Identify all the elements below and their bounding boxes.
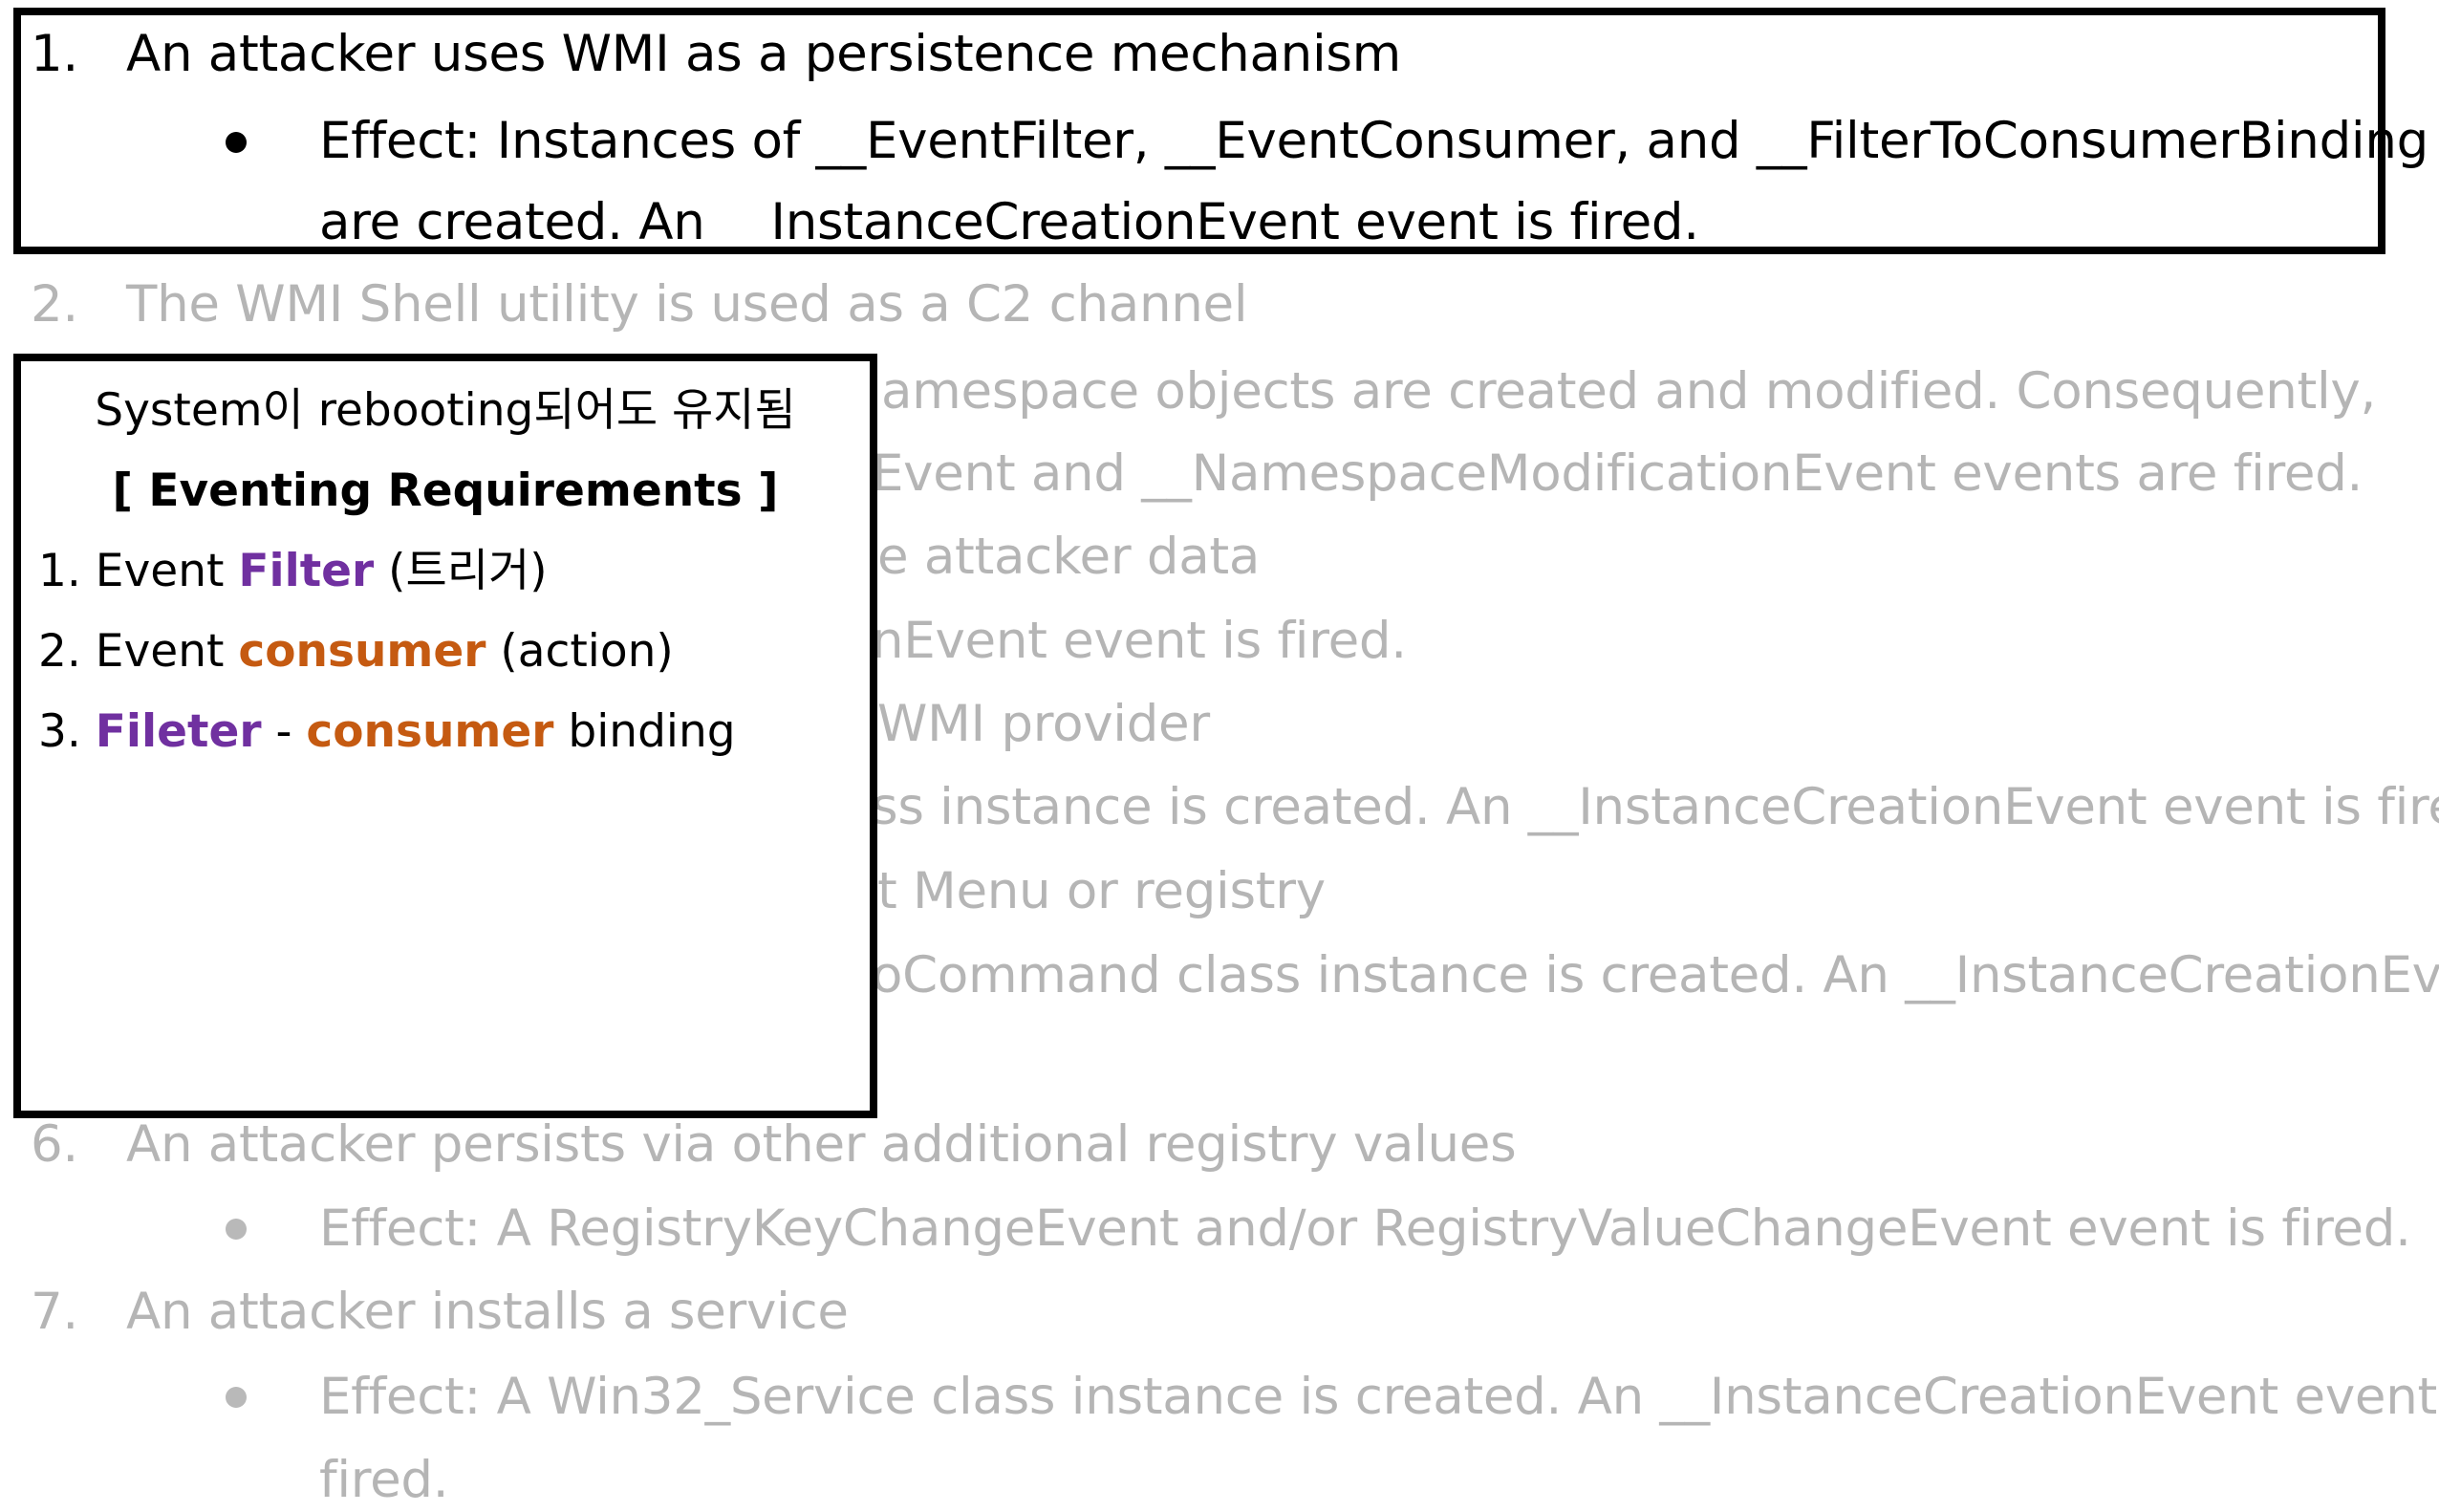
item-1-text: An attacker uses WMI as a persistence me… [126,25,1402,83]
note-item-3-highlight-consumer: consumer [306,705,554,758]
note-item-1-highlight: Filter [238,545,375,597]
item-5-fragment2: oCommand class instance is created. An _… [872,946,2439,1004]
note-item-1-suffix: (트리거) [374,545,548,597]
bullet-icon [226,1387,247,1408]
bullet-icon [226,1219,247,1240]
note-item-2: 2. Event consumer (action) [38,623,674,680]
note-item-2-suffix: (action) [486,625,674,678]
item-4-fragment2: ss instance is created. An __InstanceCre… [872,778,2439,836]
highlight-frame [13,8,2385,254]
item-7-number: 7. [31,1283,78,1341]
item-1-effect-line2: are created. An __InstanceCreationEvent … [319,193,1699,251]
item-2-effect-line2: Event and __NamespaceModificationEvent e… [872,444,2363,503]
note-item-2-highlight: consumer [238,625,486,678]
item-2-effect-line1: amespace objects are created and modifie… [881,362,2377,421]
note-item-3-suffix: binding [553,705,736,758]
item-6-text: An attacker persists via other additiona… [126,1115,1517,1174]
item-6-number: 6. [31,1115,78,1174]
note-item-3-prefix: 3. [38,705,96,758]
note-title: System이 rebooting되어도 유지됨 [95,384,796,437]
item-1-number: 1. [31,25,78,83]
note-item-3-dash: - [261,705,307,758]
note-item-3: 3. Fileter - consumer binding [38,703,736,761]
item-2-number: 2. [31,275,78,334]
annotation-note-box: System이 rebooting되어도 유지됨 [ Eventing Requ… [13,354,877,1118]
item-7-effect-line2: fired. [319,1451,449,1509]
item-7-effect-line1: Effect: A Win32_Service class instance i… [319,1368,2439,1426]
item-3-fragment1: e attacker data [877,528,1261,586]
note-item-2-prefix: 2. Event [38,625,239,678]
item-2-text: The WMI Shell utility is used as a C2 ch… [126,275,1248,334]
item-4-fragment1: WMI provider [877,695,1210,753]
item-3-fragment2: nEvent event is fired. [872,612,1407,670]
item-1-effect-line1: Effect: Instances of __EventFilter, __Ev… [319,112,2428,170]
note-heading: [ Eventing Requirements ] [112,464,779,517]
item-5-fragment1: t Menu or registry [877,862,1326,920]
note-item-1-prefix: 1. Event [38,545,239,597]
note-item-3-highlight-filter: Fileter [95,705,262,758]
item-7-text: An attacker installs a service [126,1283,849,1341]
item-6-effect-line1: Effect: A RegistryKeyChangeEvent and/or … [319,1199,2411,1258]
bullet-icon [226,132,247,153]
note-item-1: 1. Event Filter (트리거) [38,543,548,600]
